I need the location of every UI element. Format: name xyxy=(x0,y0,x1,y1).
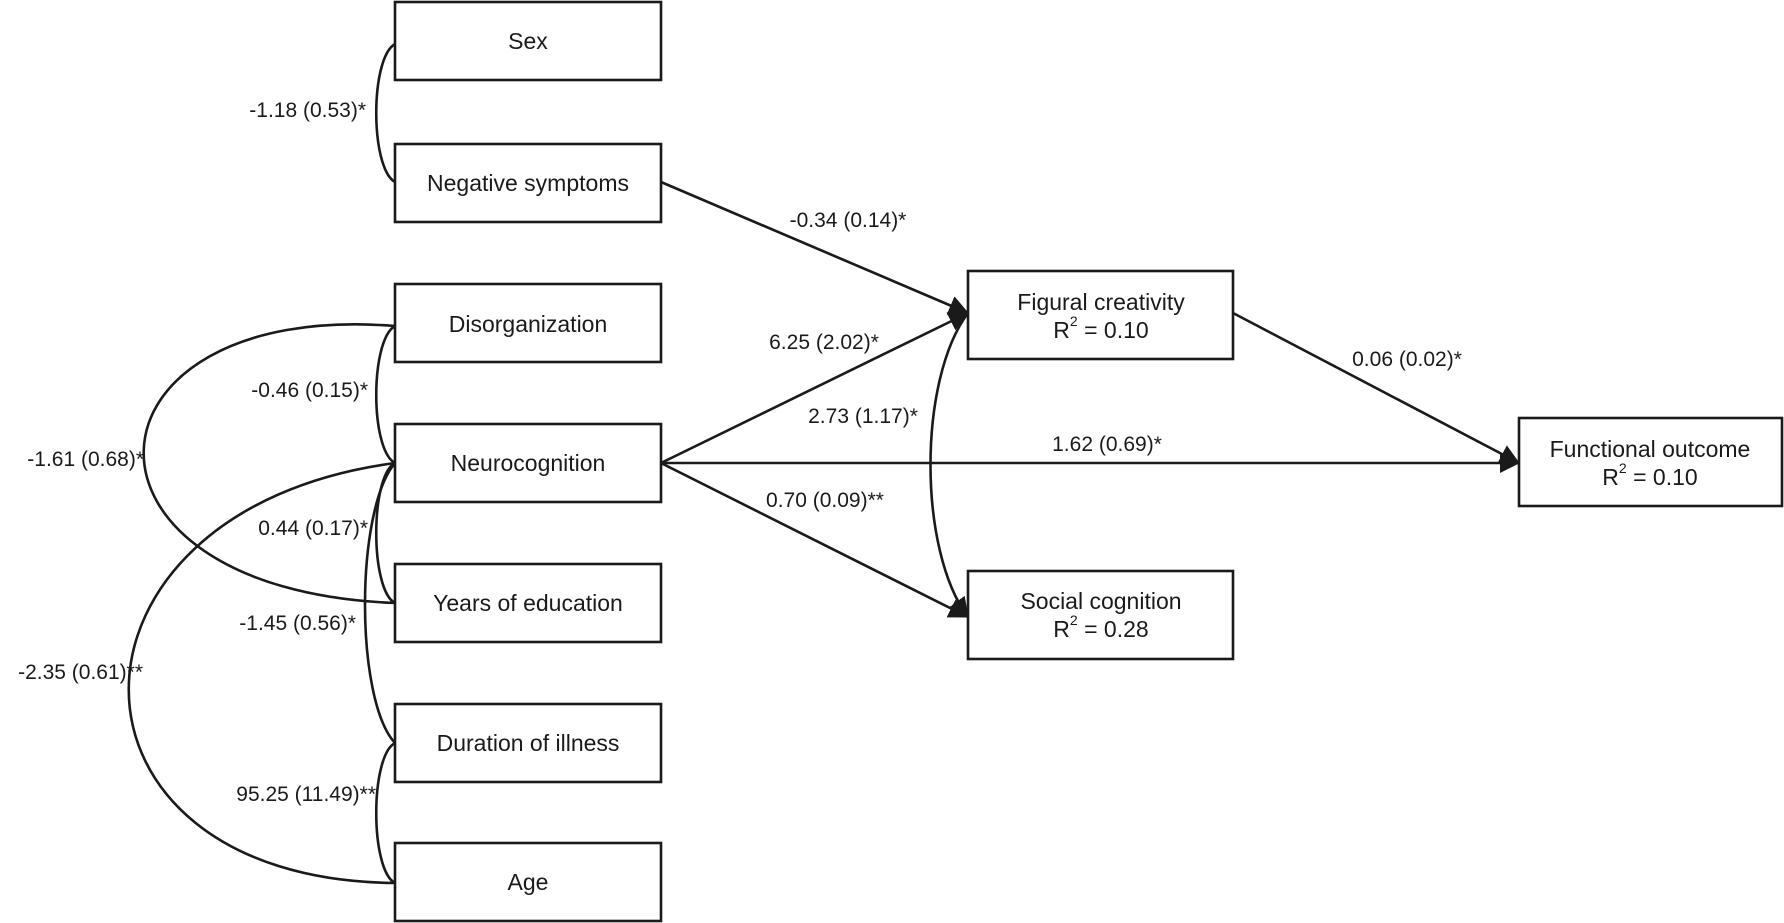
node-years-of-education: Years of education xyxy=(393,562,663,644)
node-functional-outcome-r2: R2 = 0.10 xyxy=(1602,460,1697,490)
r2-prefix: R xyxy=(1053,616,1070,642)
path-neurocognition-to-social-cognition xyxy=(660,461,969,619)
edge-label-disorganization-years-of-education: -1.61 (0.68)* xyxy=(27,448,144,471)
node-social-cognition: Social cognition R2 = 0.28 xyxy=(966,569,1235,661)
r2-value: = 0.10 xyxy=(1627,464,1698,490)
node-years-of-education-label: Years of education xyxy=(433,590,623,616)
node-disorganization-label: Disorganization xyxy=(449,311,608,337)
edge-label-figural-creativity-functional-outcome: 0.06 (0.02)* xyxy=(1352,348,1462,371)
edge-label-neurocognition-age: -2.35 (0.61)** xyxy=(18,661,143,684)
node-figural-creativity-r2: R2 = 0.10 xyxy=(1053,313,1148,343)
node-figural-creativity-label: Figural creativity xyxy=(1017,289,1185,315)
edge-label-neurocognition-social-cognition: 0.70 (0.09)** xyxy=(766,489,884,512)
node-age-label: Age xyxy=(508,869,549,895)
node-duration-of-illness-label: Duration of illness xyxy=(437,730,620,756)
covariance-disorganization-neurocognition xyxy=(375,324,396,465)
path-figural-creativity-to-functional-outcome xyxy=(1232,311,1520,465)
node-negative-symptoms-label: Negative symptoms xyxy=(427,170,629,196)
node-functional-outcome-label: Functional outcome xyxy=(1550,436,1751,462)
r2-superscript: 2 xyxy=(1070,612,1078,628)
edge-label-sex-negative-symptoms: -1.18 (0.53)* xyxy=(249,99,366,122)
covariance-disorganization-years-of-education xyxy=(142,323,396,605)
node-disorganization: Disorganization xyxy=(393,282,663,364)
edge-label-neurocognition-years-of-education: 0.44 (0.17)* xyxy=(258,517,368,540)
edge-label-neurocognition-duration-of-illness: -1.45 (0.56)* xyxy=(239,612,356,635)
r2-value: = 0.10 xyxy=(1078,317,1149,343)
edge-label-negative-symptoms-figural-creativity: -0.34 (0.14)* xyxy=(790,209,907,232)
node-sex-label: Sex xyxy=(508,28,548,54)
r2-superscript: 2 xyxy=(1070,313,1078,329)
r2-value: = 0.28 xyxy=(1078,616,1149,642)
node-sex: Sex xyxy=(393,0,663,82)
edge-label-neurocognition-figural-creativity: 6.25 (2.02)* xyxy=(769,331,879,354)
node-neurocognition: Neurocognition xyxy=(393,422,663,504)
node-social-cognition-label: Social cognition xyxy=(1020,588,1181,614)
covariance-neurocognition-age xyxy=(127,461,396,885)
node-duration-of-illness: Duration of illness xyxy=(393,702,663,784)
node-figural-creativity: Figural creativity R2 = 0.10 xyxy=(966,269,1235,361)
covariance-neurocognition-duration-of-illness xyxy=(363,462,396,744)
covariance-figural-creativity-social-cognition xyxy=(929,291,988,618)
r2-prefix: R xyxy=(1053,317,1070,343)
node-negative-symptoms: Negative symptoms xyxy=(393,142,663,224)
node-social-cognition-r2: R2 = 0.28 xyxy=(1053,612,1148,642)
path-neurocognition-to-figural-creativity xyxy=(660,311,969,465)
r2-prefix: R xyxy=(1602,464,1619,490)
covariance-sex-negative-symptoms xyxy=(375,42,396,184)
edge-label-duration-of-illness-age: 95.25 (11.49)** xyxy=(236,783,376,806)
covariance-neurocognition-years-of-education xyxy=(374,461,396,605)
node-neurocognition-label: Neurocognition xyxy=(451,450,606,476)
r2-superscript: 2 xyxy=(1619,460,1627,476)
edge-label-disorganization-neurocognition: -0.46 (0.15)* xyxy=(251,379,368,402)
covariance-duration-of-illness-age xyxy=(374,741,396,885)
edge-label-figural-creativity-social-cognition: 2.73 (1.17)* xyxy=(808,405,918,428)
node-functional-outcome: Functional outcome R2 = 0.10 xyxy=(1517,416,1784,508)
edge-label-neurocognition-functional-outcome: 1.62 (0.69)* xyxy=(1052,433,1162,456)
path-negative-symptoms-to-figural-creativity xyxy=(660,180,969,315)
node-age: Age xyxy=(393,841,663,923)
